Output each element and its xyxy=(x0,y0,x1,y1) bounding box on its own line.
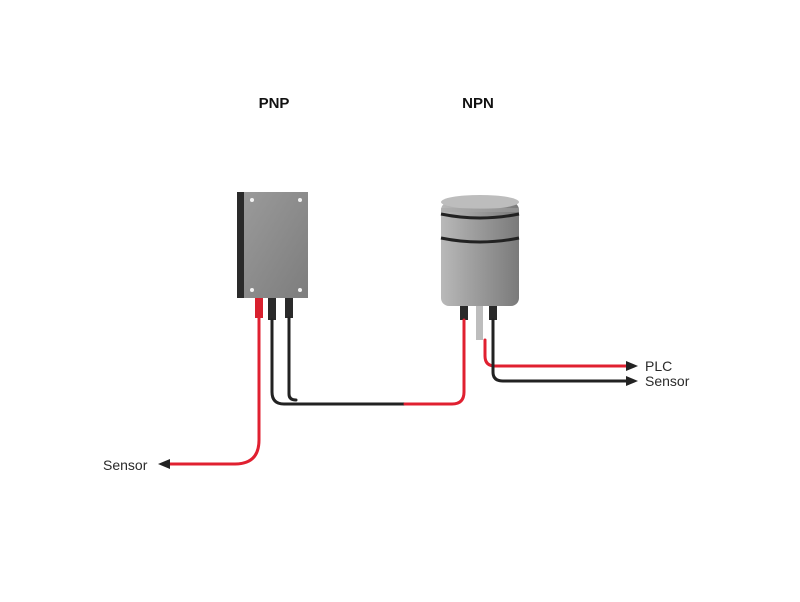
arrowheads xyxy=(158,361,638,469)
arrow-plc xyxy=(626,361,638,371)
plc-label: PLC xyxy=(645,358,672,374)
npn-sensor xyxy=(440,195,520,306)
wire-npn-red-to-plc xyxy=(483,338,628,368)
pnp-title: PNP xyxy=(259,95,290,112)
wire-pnp-black-to-npn xyxy=(270,318,407,406)
arrow-right-sensor xyxy=(626,376,638,386)
right-sensor-label: Sensor xyxy=(645,373,690,389)
pnp-terminals xyxy=(255,298,293,320)
wire-npn-black-to-sensor xyxy=(491,318,628,383)
npn-title: NPN xyxy=(462,95,494,112)
wire-pnp-red-to-sensor xyxy=(168,316,261,466)
wires xyxy=(168,316,628,466)
npn-terminals xyxy=(460,306,497,340)
wire-pnp-black-2 xyxy=(287,316,298,402)
pnp-sensor xyxy=(237,192,308,298)
arrow-left-sensor xyxy=(158,459,170,469)
wire-red-to-npn xyxy=(403,318,466,406)
left-sensor-label: Sensor xyxy=(103,457,148,473)
